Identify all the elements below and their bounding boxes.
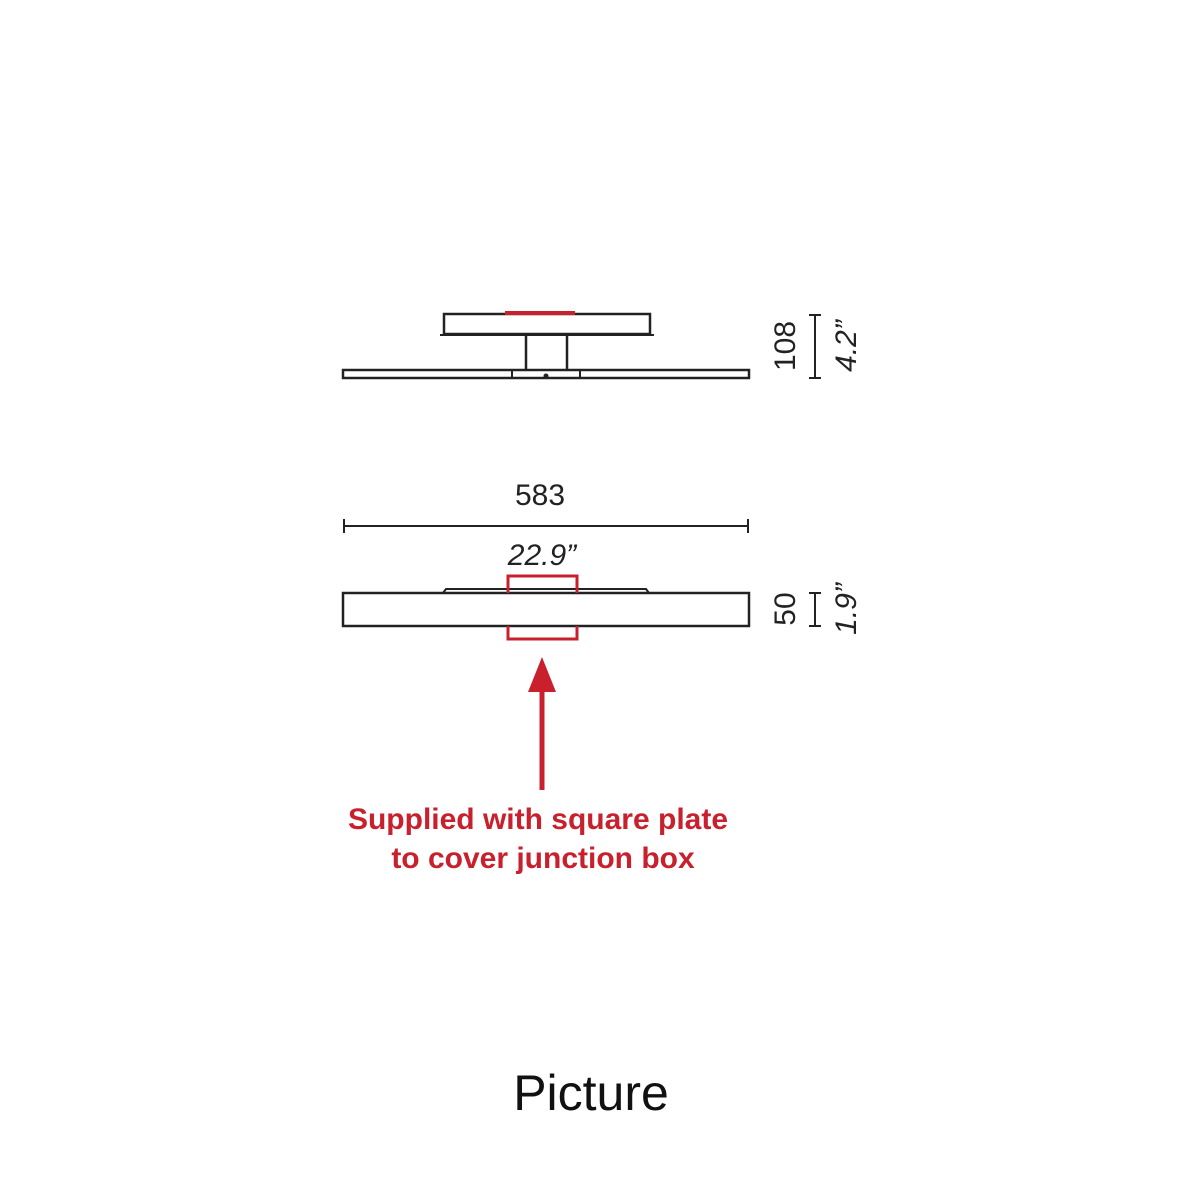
callout-arrow-head (528, 657, 556, 692)
front-view-height-in: 1.9” (830, 581, 863, 635)
front-view-drawing (341, 574, 751, 641)
front-view-square-plate-top (506, 574, 579, 593)
side-view-upper-plate (442, 312, 652, 336)
front-view-mount-bump (442, 588, 650, 594)
front-view-width-dimension: 583 22.9” (343, 479, 749, 572)
side-view-height-dimension: 108 4.2” (769, 314, 863, 379)
callout-note-line-2: to cover junction box (391, 842, 695, 875)
front-view-height-dimension: 50 1.9” (769, 581, 863, 635)
callout-note-line-1: Supplied with square plate (348, 803, 728, 836)
side-view-height-in: 4.2” (830, 318, 863, 372)
front-view-width-in: 22.9” (507, 539, 578, 572)
front-view-width-mm: 583 (515, 479, 565, 512)
side-view-drawing (341, 311, 751, 380)
side-view-center-screw (543, 373, 549, 379)
front-view-height-mm: 50 (769, 592, 802, 625)
front-view-square-plate-bottom (506, 626, 579, 641)
front-view-body (341, 591, 751, 628)
caption: Picture (513, 1065, 669, 1121)
callout-arrow (528, 657, 556, 790)
side-view-height-mm: 108 (769, 321, 802, 371)
